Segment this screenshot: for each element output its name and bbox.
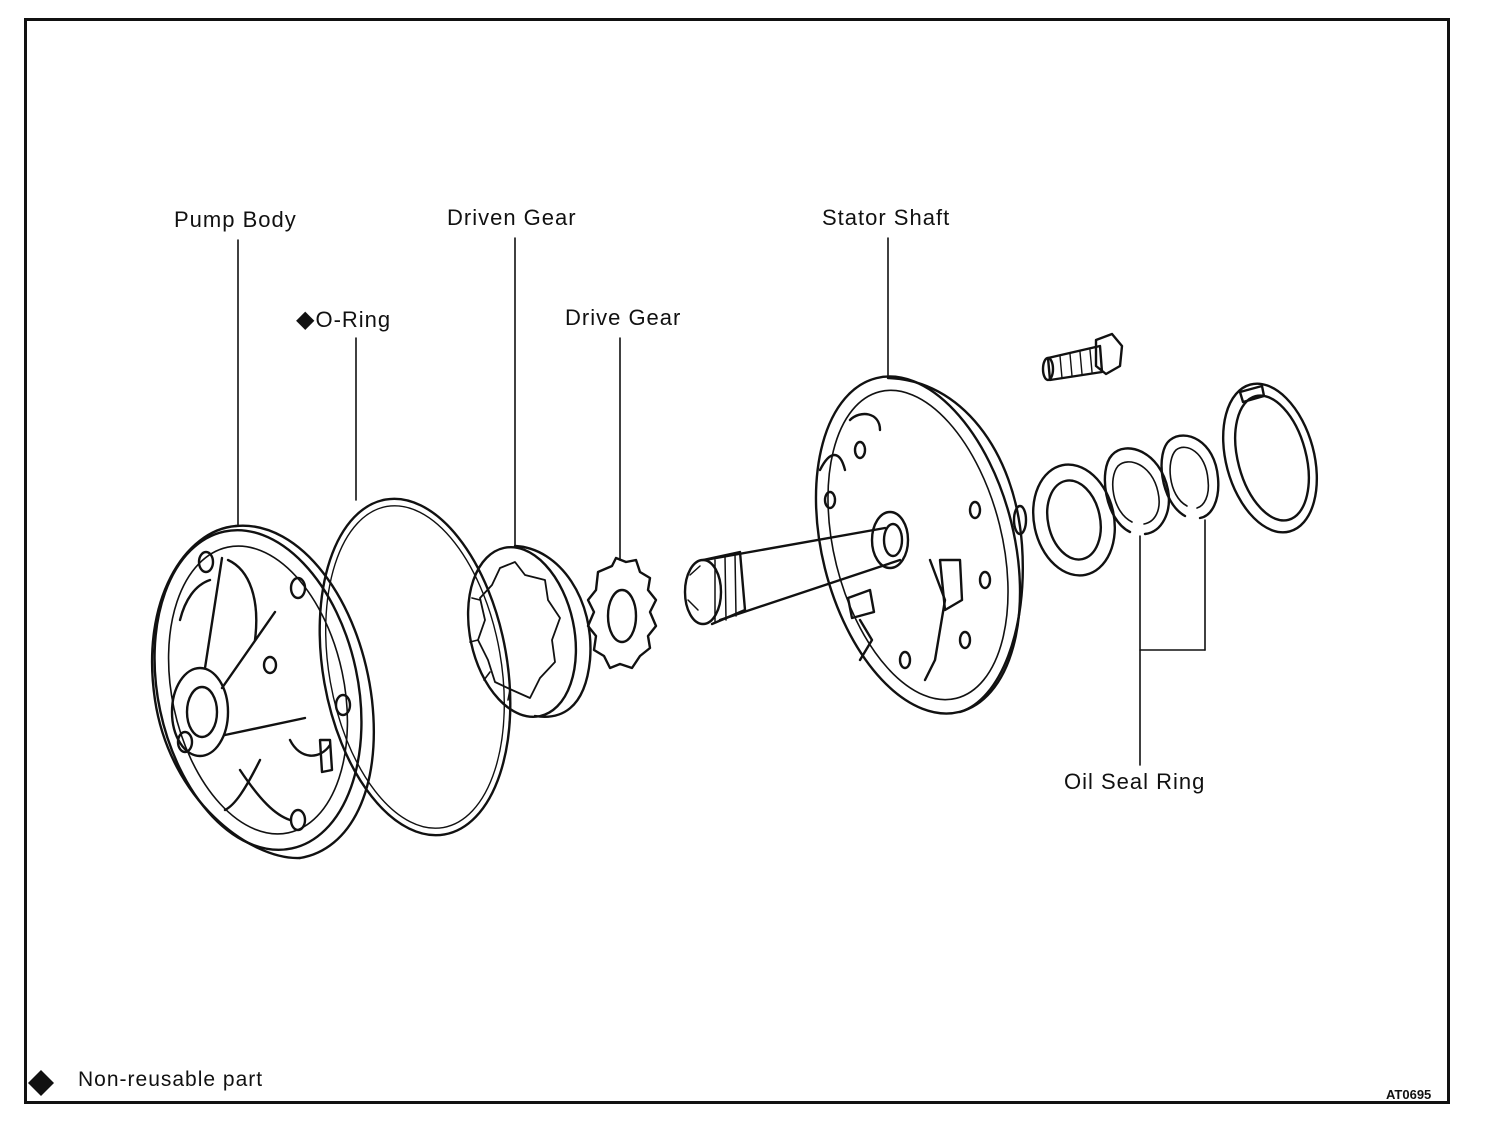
leader-lines bbox=[237, 237, 1206, 766]
label-pump-body: Pump Body bbox=[174, 207, 297, 232]
non-reusable-diamond-icon: ◆ bbox=[296, 306, 316, 333]
diagram-frame bbox=[24, 18, 1450, 1104]
oil-seal-rings-part bbox=[1103, 434, 1220, 536]
bolt-part bbox=[1041, 332, 1124, 382]
legend-diamond-icon bbox=[28, 1070, 54, 1096]
figure-code: AT0695 bbox=[1386, 1087, 1432, 1102]
label-o-ring: O-Ring bbox=[315, 307, 392, 332]
drive-gear-part bbox=[586, 556, 658, 670]
label-drive-gear: Drive Gear bbox=[565, 305, 682, 330]
snap-ring-part bbox=[1221, 382, 1319, 534]
label-o-ring-group: ◆O-Ring bbox=[296, 305, 391, 334]
thrust-washer-part bbox=[1031, 463, 1117, 577]
driven-gear-part bbox=[466, 544, 592, 719]
label-driven-gear: Driven Gear bbox=[447, 205, 577, 230]
o-ring-part bbox=[318, 497, 512, 837]
label-oil-seal-ring: Oil Seal Ring bbox=[1064, 769, 1206, 794]
stator-shaft-part bbox=[683, 375, 1028, 715]
label-stator-shaft: Stator Shaft bbox=[822, 205, 951, 230]
legend-text: Non-reusable part bbox=[78, 1068, 264, 1091]
pump-body-part bbox=[150, 524, 376, 860]
